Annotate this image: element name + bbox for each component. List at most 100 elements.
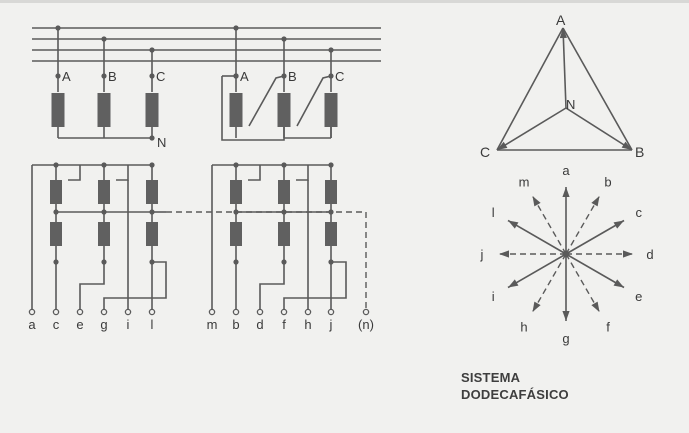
- junction-dot: [53, 209, 59, 215]
- terminal-dot: [55, 73, 61, 79]
- phasor-ray-c: [565, 219, 625, 255]
- output-terminal: [327, 308, 335, 316]
- output-terminal: [304, 308, 312, 316]
- delta-link-1: [221, 76, 285, 141]
- bus-tap-dot: [328, 47, 334, 53]
- terminal-dot: [149, 73, 155, 79]
- junction-dot: [328, 209, 334, 215]
- primary-left-coil-3: [145, 93, 159, 127]
- output-terminal: [232, 308, 240, 316]
- output-label-j: j: [329, 317, 333, 332]
- junction-dot: [281, 259, 287, 265]
- phasor-ray-b: [565, 195, 601, 255]
- junction-dot: [328, 259, 334, 265]
- phasor-ray-l: [507, 219, 567, 255]
- secondary-right-coil-upper-3: [325, 180, 337, 204]
- output-label-b: b: [232, 317, 239, 332]
- phasor-label-l: l: [492, 205, 495, 220]
- terminal-dot: [281, 73, 287, 79]
- phasor-label-h: h: [520, 320, 527, 335]
- caption-line-2: DODECAFÁSICO: [461, 387, 569, 402]
- arrowhead-A: [559, 28, 567, 39]
- output-terminal: [76, 308, 84, 316]
- output-label-i: i: [127, 317, 130, 332]
- output-label-n: (n): [358, 317, 374, 332]
- junction-dot: [53, 162, 59, 168]
- primary-right-terminal-label: A: [240, 69, 249, 84]
- caption-line-1: SISTEMA: [461, 370, 521, 385]
- primary-right-terminal-label: C: [335, 69, 344, 84]
- arrowhead-C: [497, 141, 508, 150]
- secondary-left-coil-lower-2: [98, 222, 110, 246]
- phasor-arrowhead-j: [499, 250, 509, 258]
- triangle-side-AC: [496, 27, 564, 151]
- junction-dot: [233, 209, 239, 215]
- output-terminal: [256, 308, 264, 316]
- junction-dot: [328, 162, 334, 168]
- output-label-g: g: [100, 317, 107, 332]
- output-label-l: l: [151, 317, 154, 332]
- star-center-dot: [562, 250, 570, 258]
- triangle-center-label: N: [566, 97, 575, 112]
- output-label-e: e: [76, 317, 83, 332]
- phasor-label-e: e: [635, 289, 642, 304]
- phasor-arrowhead-d: [623, 250, 633, 258]
- lead-f: [283, 261, 347, 312]
- output-label-d: d: [256, 317, 263, 332]
- terminal-dot: [328, 73, 334, 79]
- junction-dot: [101, 162, 107, 168]
- output-label-h: h: [304, 317, 311, 332]
- phasor-label-d: d: [646, 247, 653, 262]
- output-label-m: m: [207, 317, 218, 332]
- triangle-vertex-label: B: [635, 144, 644, 160]
- phasor-label-f: f: [606, 320, 610, 335]
- primary-left-terminal-label: B: [108, 69, 117, 84]
- secondary-left-coil-lower-3: [146, 222, 158, 246]
- delta-link-3: [296, 75, 332, 127]
- junction-dots: [28, 25, 370, 316]
- top-border: [0, 0, 689, 3]
- phasor-arrowhead-h: [532, 301, 541, 313]
- output-terminal: [362, 308, 370, 316]
- primary-left-coil-2: [97, 93, 111, 127]
- output-terminal: [280, 308, 288, 316]
- output-terminal: [52, 308, 60, 316]
- phasor-label-j: j: [480, 247, 484, 262]
- junction-dot: [53, 259, 59, 265]
- output-label-a: a: [28, 317, 36, 332]
- secondary-left-coil-upper-1: [50, 180, 62, 204]
- triangle-spoke-B: [565, 107, 633, 151]
- phasor-arrowhead-f: [591, 301, 600, 313]
- secondary-left-coil-upper-3: [146, 180, 158, 204]
- junction-dot: [149, 162, 155, 168]
- phasor-label-m: m: [519, 174, 530, 189]
- neutral-label: N: [157, 135, 166, 150]
- phasor-ray-h: [531, 253, 567, 313]
- secondary-left-coil-upper-2: [98, 180, 110, 204]
- delta-link-2: [248, 75, 285, 127]
- primary-right-terminal-label: B: [288, 69, 297, 84]
- diagram-caption: SISTEMA DODECAFÁSICO: [461, 369, 569, 403]
- tap-1: [68, 165, 81, 181]
- junction-dot: [101, 259, 107, 265]
- tap-4: [296, 165, 309, 181]
- junction-dot: [281, 209, 287, 215]
- phasor-arrowhead-b: [591, 195, 600, 207]
- junction-dot: [149, 259, 155, 265]
- phasor-arrowhead-i: [507, 279, 519, 288]
- primary-left-terminal-label: A: [62, 69, 71, 84]
- lead-g: [103, 261, 167, 312]
- triangle-side-BA: [562, 27, 633, 151]
- output-label-f: f: [282, 317, 286, 332]
- primary-left-terminal-label: C: [156, 69, 165, 84]
- bus-tap-dot: [281, 36, 287, 42]
- phasor-ray-f: [565, 253, 601, 313]
- phasor-ray-m: [531, 195, 567, 255]
- triangle-vertex-label: A: [556, 12, 566, 28]
- secondary-right-coil-lower-1: [230, 222, 242, 246]
